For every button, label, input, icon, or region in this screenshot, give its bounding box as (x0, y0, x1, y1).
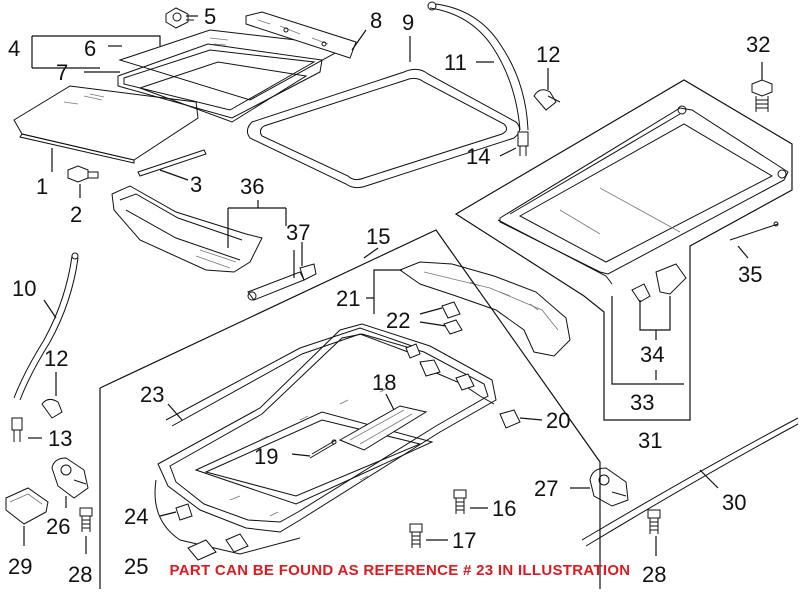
sunshade-boundary (454, 79, 793, 421)
callout-9: 9 (402, 10, 414, 35)
callout-4: 4 (8, 36, 20, 61)
callout-28-left: 28 (68, 562, 92, 587)
reference-note: PART CAN BE FOUND AS REFERENCE # 23 IN I… (169, 562, 631, 579)
roof-molding-part (581, 417, 799, 547)
callout-7: 7 (56, 60, 68, 85)
callout-14: 14 (466, 144, 490, 169)
callout-35: 35 (738, 262, 762, 287)
deflector-strip-part (245, 11, 357, 59)
callout-25: 25 (124, 554, 148, 579)
rear-hose-connector-part (11, 417, 23, 442)
callout-20: 20 (546, 408, 570, 433)
drive-cable-guide-part (309, 405, 428, 459)
callout-27: 27 (534, 476, 558, 501)
hose-clip-part (533, 89, 561, 111)
callout-21: 21 (336, 286, 360, 311)
drain-hose-part (427, 1, 529, 131)
deflector-arm-part (247, 263, 317, 301)
callout-28-right: 28 (642, 562, 666, 587)
sunroof-frame-assembly-part (154, 323, 497, 561)
bolt-part (165, 7, 194, 29)
drive-motor-right-part (589, 467, 629, 507)
weatherstrip-seal-part (246, 68, 520, 189)
callout-11: 11 (444, 50, 467, 75)
callout-31: 31 (638, 428, 662, 453)
drive-motor-left-part (51, 457, 89, 499)
rear-drain-hose-part (13, 252, 79, 401)
bolt-left-part (79, 507, 93, 532)
callout-1: 1 (36, 174, 48, 199)
callout-18: 18 (372, 370, 396, 395)
callout-12-lower: 12 (44, 346, 68, 371)
glass-panel-part (13, 85, 199, 164)
callout-32: 32 (746, 32, 770, 57)
bolt-17-part (409, 523, 423, 548)
callout-26: 26 (46, 514, 70, 539)
callout-6: 6 (84, 36, 96, 61)
bolt-32-part (751, 79, 773, 112)
callout-16: 16 (492, 496, 516, 521)
callout-10: 10 (12, 276, 36, 301)
callout-13: 13 (48, 426, 72, 451)
frame-assembly-boundary (99, 229, 601, 589)
bolt-16-part (453, 489, 467, 514)
rear-hose-clip-part (41, 398, 63, 419)
control-module-part (5, 487, 49, 525)
callout-17: 17 (452, 528, 476, 553)
bolt-right-part (647, 509, 661, 534)
callout-labels: 1 2 3 4 5 6 7 8 9 10 11 12 12 13 14 15 1… (8, 4, 770, 587)
callout-5: 5 (204, 4, 216, 29)
frame-bracket-part (499, 409, 521, 429)
screw-part (67, 165, 99, 183)
callout-29: 29 (8, 554, 32, 579)
callout-3: 3 (190, 172, 202, 197)
callout-23: 23 (140, 382, 164, 407)
callout-8: 8 (370, 8, 382, 33)
callout-15: 15 (366, 224, 390, 249)
callout-33: 33 (630, 390, 654, 415)
callout-22: 22 (386, 308, 410, 333)
leader-lines (23, 15, 763, 556)
hose-connector-part (517, 131, 529, 156)
callout-30: 30 (722, 490, 746, 515)
callout-37: 37 (286, 220, 310, 245)
rear-frame-part (398, 261, 571, 357)
callout-2: 2 (70, 202, 82, 227)
trim-strip-part (137, 149, 207, 177)
callout-24: 24 (124, 504, 148, 529)
sunshade-assembly-part (497, 105, 789, 303)
callout-19: 19 (254, 444, 278, 469)
front-frame-part (111, 185, 263, 273)
callout-36: 36 (240, 174, 264, 199)
callout-12-upper: 12 (536, 42, 560, 67)
callout-34: 34 (640, 342, 664, 367)
